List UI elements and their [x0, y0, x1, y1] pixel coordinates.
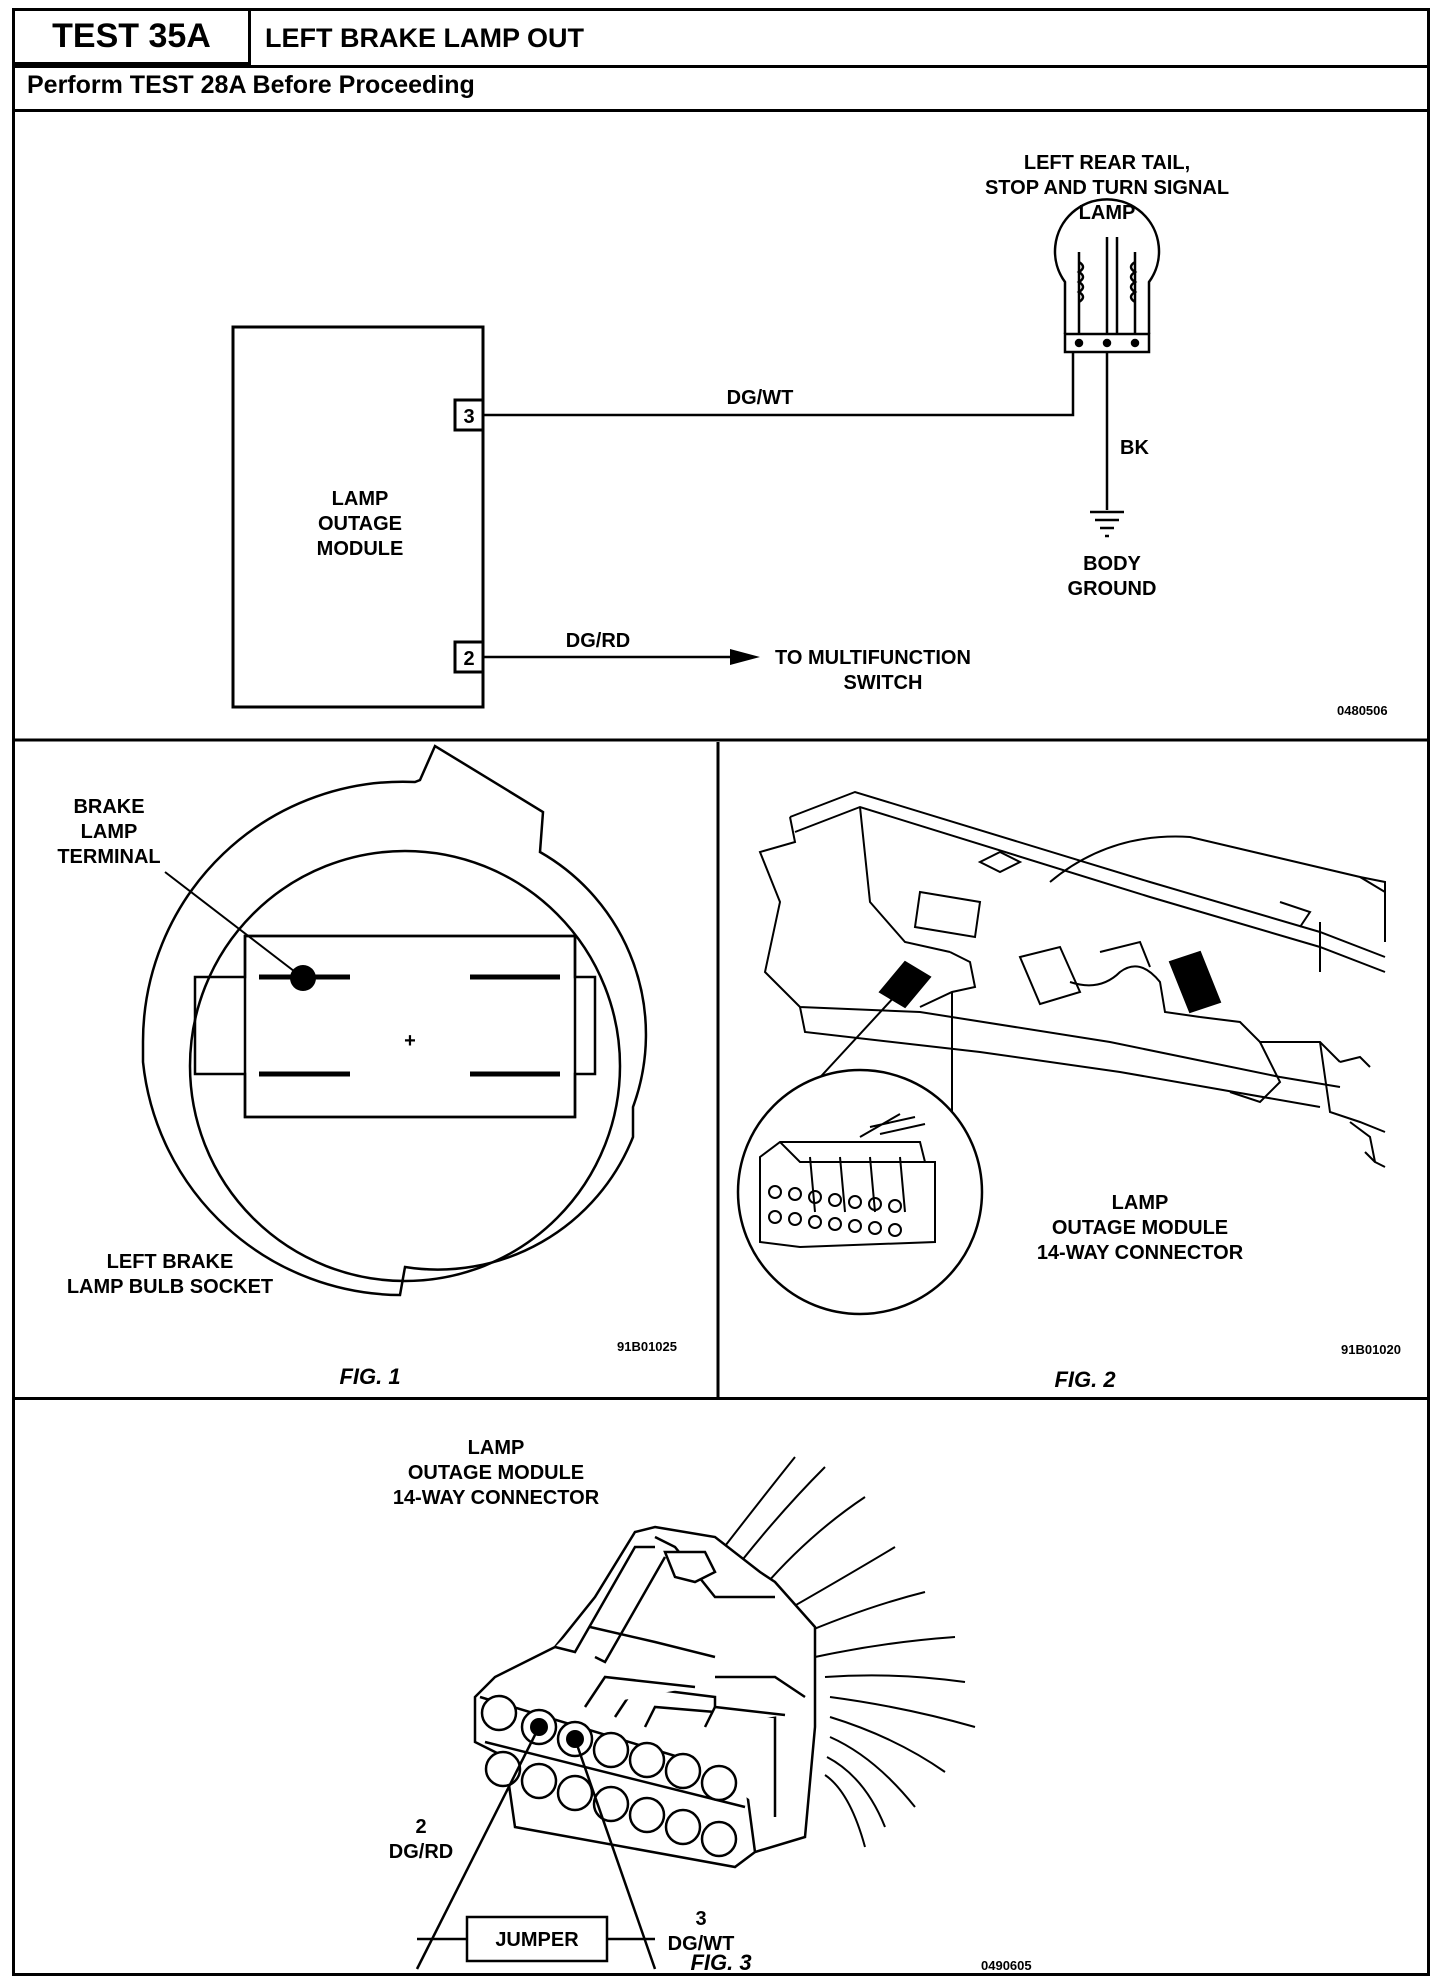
wiring-schematic: LAMP OUTAGE MODULE 3 2 DG/WT DG/RD TO MU…	[15, 152, 1427, 742]
pin-2-number: 2	[415, 1816, 426, 1838]
fig2-connector-closeup	[759, 1113, 936, 1249]
pin-2-label: 2	[463, 648, 474, 670]
fig3-label-line3: 14-WAY CONNECTOR	[393, 1487, 600, 1509]
pin-3-label: 3	[463, 406, 474, 428]
header-divider	[15, 65, 1427, 68]
fig1-caption: FIG. 1	[339, 1364, 400, 1389]
module-label-line1: LAMP	[332, 488, 389, 510]
header-bottom-border	[15, 109, 1427, 112]
pin-2-color: DG/RD	[389, 1841, 453, 1863]
fig2-ref-code: 91B01020	[1341, 1342, 1401, 1357]
destination-line2: SWITCH	[844, 672, 923, 694]
jumper-label: JUMPER	[495, 1929, 579, 1951]
fig3-caption: FIG. 3	[690, 1950, 751, 1975]
socket-center-plus: +	[404, 1030, 416, 1052]
fig1-panel: + BRAKE LAMP TERMINAL LEFT BRAKE LAMP BU…	[57, 742, 720, 1397]
wire-dg-rd-label: DG/RD	[566, 630, 630, 652]
test-id: TEST 35A	[15, 11, 251, 65]
ground-label-line1: BODY	[1083, 553, 1141, 575]
terminal-label-line3: TERMINAL	[57, 846, 160, 868]
wire-bk-label: BK	[1120, 437, 1149, 459]
socket-label-line1: LEFT BRAKE	[107, 1251, 234, 1273]
fig3-ref-code: 0490605	[981, 1958, 1032, 1973]
fig3-panel: LAMP OUTAGE MODULE 14-WAY CONNECTOR	[15, 1397, 1427, 1975]
wire-dg-wt-label: DG/WT	[727, 387, 794, 409]
connector-callout-circle	[736, 1068, 984, 1316]
fig2-caption: FIG. 2	[1054, 1367, 1116, 1392]
wire-dg-rd-arrow	[730, 649, 760, 665]
fig2-label-line1: LAMP	[1112, 1192, 1169, 1214]
lamp-outage-module-box	[231, 325, 485, 709]
module-label-line3: MODULE	[317, 538, 404, 560]
terminal-leader-line	[164, 871, 304, 979]
ground-label-line2: GROUND	[1068, 578, 1157, 600]
lamp-label-line2: STOP AND TURN SIGNAL	[985, 177, 1229, 199]
terminal-label-line1: BRAKE	[73, 796, 144, 818]
destination-line1: TO MULTIFUNCTION	[775, 647, 971, 669]
jumper-leads	[415, 1726, 657, 1970]
terminal-label-line2: LAMP	[81, 821, 138, 843]
fig2-label-line3: 14-WAY CONNECTOR	[1037, 1242, 1244, 1264]
schematic-ref-code: 0480506	[1337, 703, 1388, 718]
socket-label-line2: LAMP BULB SOCKET	[67, 1276, 273, 1298]
header: TEST 35A LEFT BRAKE LAMP OUT Perform TES…	[15, 11, 1427, 112]
fig3-label-line2: OUTAGE MODULE	[408, 1462, 584, 1484]
bulb-symbol	[1053, 198, 1161, 354]
lamp-label-line1: LEFT REAR TAIL,	[1024, 152, 1190, 174]
fig1-ref-code: 91B01025	[617, 1339, 677, 1354]
wire-dg-wt	[483, 352, 1075, 417]
fig2-label-line2: OUTAGE MODULE	[1052, 1217, 1228, 1239]
pin-3-number: 3	[695, 1908, 706, 1930]
pin-2-box	[453, 640, 485, 674]
ground-symbol	[1090, 510, 1124, 538]
fig3-label-line1: LAMP	[468, 1437, 525, 1459]
bulb-socket-drawing	[141, 744, 648, 1297]
lamp-label-line3: LAMP	[1079, 202, 1136, 224]
prerequisite-note: Perform TEST 28A Before Proceeding	[27, 71, 475, 99]
fig2-panel: LAMP OUTAGE MODULE 14-WAY CONNECTOR 91B0…	[736, 790, 1401, 1392]
instrument-panel-drawing	[758, 790, 1386, 1168]
module-label-line2: OUTAGE	[318, 513, 402, 535]
test-title: LEFT BRAKE LAMP OUT	[265, 22, 584, 53]
pin-3-color: DG/WT	[668, 1933, 735, 1955]
test-sheet: TEST 35A LEFT BRAKE LAMP OUT Perform TES…	[12, 8, 1430, 1976]
